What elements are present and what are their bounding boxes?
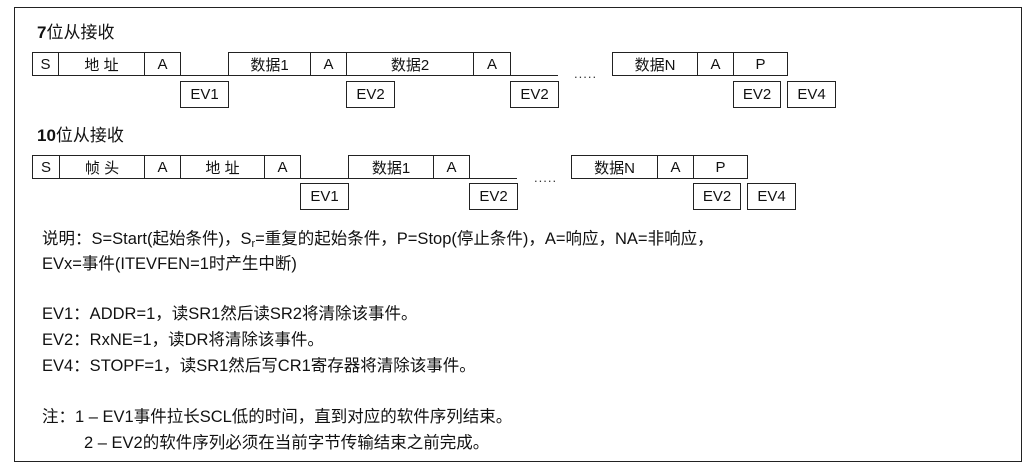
event-ev2: EV2 xyxy=(346,81,395,108)
frame-ack: A xyxy=(433,155,470,179)
ev4-description: EV4：STOPF=1，读SR1然后写CR1寄存器将清除该事件。 xyxy=(42,357,476,375)
ev1-description: EV1：ADDR=1，读SR1然后读SR2将清除该事件。 xyxy=(42,305,418,323)
ev2-description: EV2：RxNE=1，读DR将清除该事件。 xyxy=(42,331,324,349)
bus-line xyxy=(300,178,348,179)
title-7bit: 7位从接收 xyxy=(37,23,115,42)
remark-1: 注：1 – EV1事件拉长SCL低的时间，直到对应的软件序列结束。 xyxy=(42,408,513,426)
frame-stop: P xyxy=(693,155,748,179)
ellipsis: ..... xyxy=(574,66,598,81)
frame-data2: 数据2 xyxy=(346,52,474,76)
frame-address: 地 址 xyxy=(180,155,265,179)
frame-data1: 数据1 xyxy=(348,155,434,179)
frame-dataN: 数据N xyxy=(612,52,698,76)
event-ev1: EV1 xyxy=(180,81,229,108)
event-ev2: EV2 xyxy=(510,81,559,108)
frame-start: S xyxy=(32,155,60,179)
title-10bit: 10位从接收 xyxy=(37,126,124,145)
frame-dataN: 数据N xyxy=(571,155,658,179)
frame-ack: A xyxy=(144,155,181,179)
event-ev2: EV2 xyxy=(733,81,781,108)
bus-line xyxy=(180,75,228,76)
legend-line-2: EVx=事件(ITEVFEN=1时产生中断) xyxy=(42,255,297,273)
frame-ack: A xyxy=(310,52,347,76)
event-ev2: EV2 xyxy=(693,183,741,210)
frame-ack: A xyxy=(264,155,301,179)
frame-ack: A xyxy=(144,52,181,76)
frame-data1: 数据1 xyxy=(228,52,311,76)
ellipsis: ..... xyxy=(534,170,558,185)
event-ev1: EV1 xyxy=(300,183,349,210)
bus-line xyxy=(469,178,517,179)
event-ev4: EV4 xyxy=(747,183,796,210)
frame-ack: A xyxy=(657,155,694,179)
event-ev4: EV4 xyxy=(787,81,836,108)
remark-2: 2 – EV2的软件序列必须在当前字节传输结束之前完成。 xyxy=(84,434,490,452)
frame-start: S xyxy=(32,52,59,76)
frame-header: 帧 头 xyxy=(59,155,145,179)
frame-address: 地 址 xyxy=(58,52,145,76)
event-ev2: EV2 xyxy=(469,183,518,210)
frame-ack: A xyxy=(697,52,734,76)
frame-ack: A xyxy=(473,52,511,76)
frame-stop: P xyxy=(733,52,788,76)
legend-line-1: 说明：S=Start(起始条件)，Sr=重复的起始条件，P=Stop(停止条件)… xyxy=(42,230,714,250)
bus-line xyxy=(510,75,558,76)
